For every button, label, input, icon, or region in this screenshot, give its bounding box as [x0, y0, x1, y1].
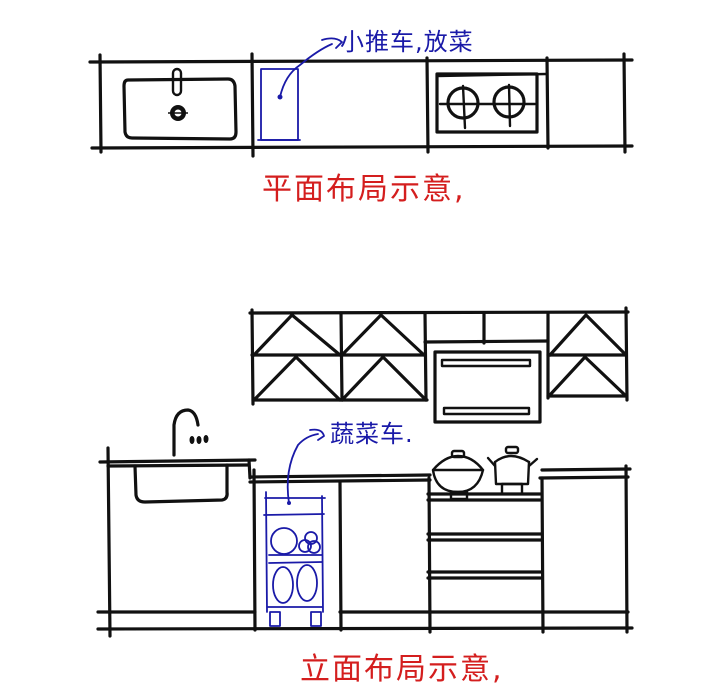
plan-view-title: 平面布局示意, [262, 172, 466, 207]
pots-on-stove [431, 445, 539, 501]
plan-cart-slot [257, 37, 343, 141]
elevation-view-title: 立面布局示意, [300, 652, 504, 687]
elevation-view-diagram [96, 306, 634, 638]
plan-view-diagram [88, 37, 634, 158]
elevation-sink [133, 408, 229, 504]
range-hood [433, 350, 542, 424]
plan-stove [435, 72, 548, 134]
elevation-annotation: 蔬菜车. [330, 420, 414, 448]
vegetable-cart [263, 428, 326, 627]
plan-annotation: 小推车,放菜 [340, 28, 474, 56]
plan-sink [122, 67, 238, 141]
